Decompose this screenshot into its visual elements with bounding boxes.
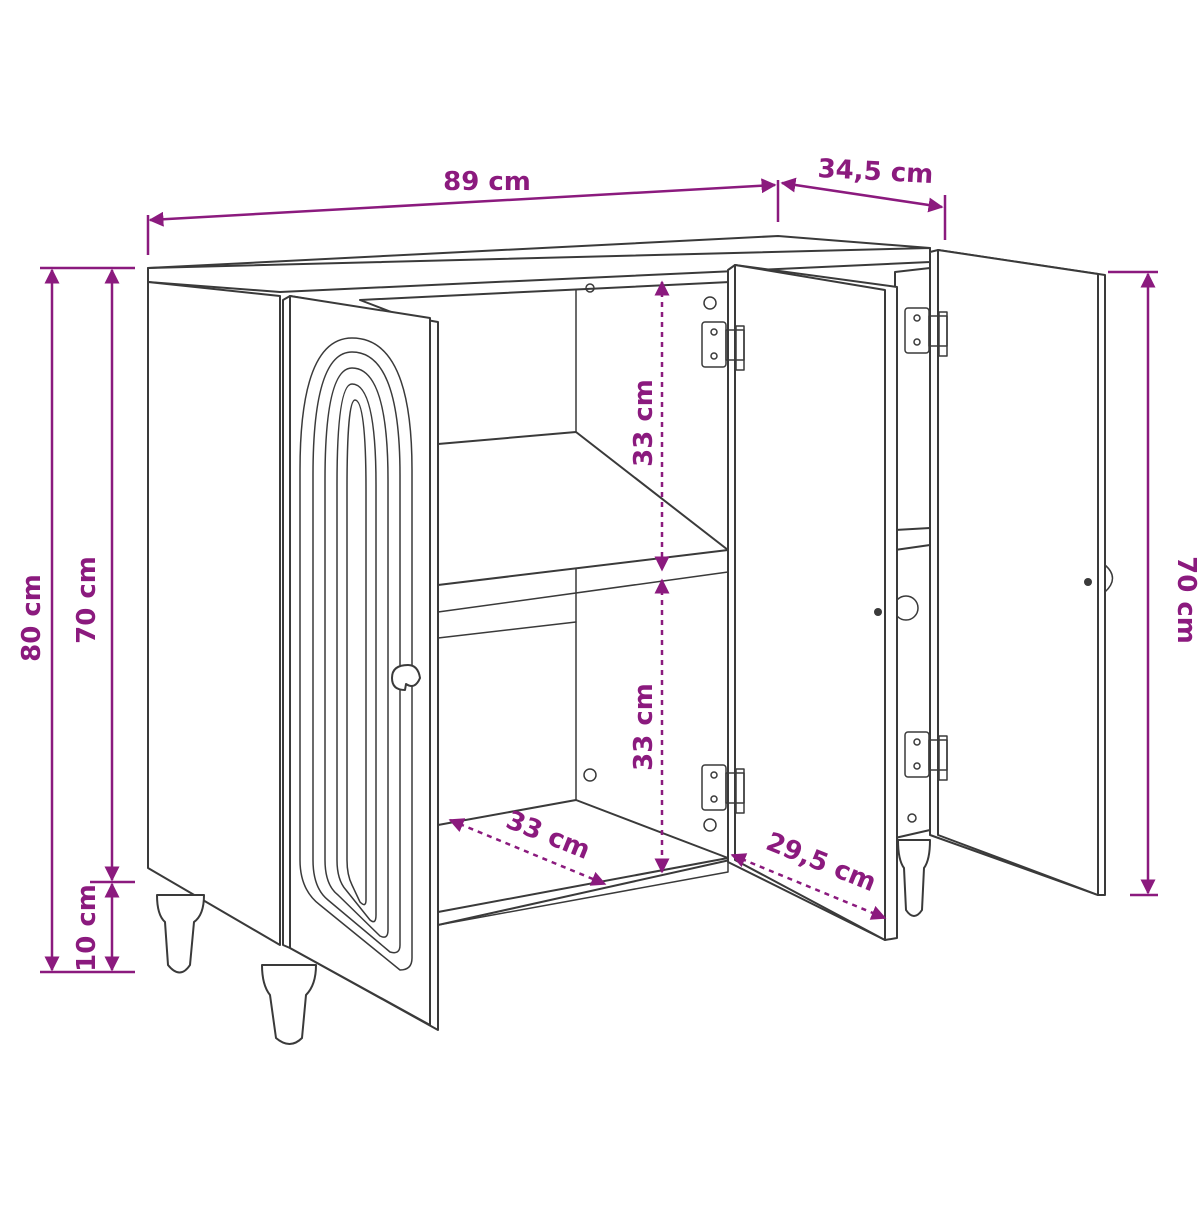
leg-back-right: [897, 839, 931, 917]
body-height-label: 70 cm: [72, 556, 102, 644]
depth-label: 34,5 cm: [817, 154, 934, 190]
left-door-knob: [391, 664, 421, 691]
left-side-panel: [147, 281, 281, 946]
total-height-label: 80 cm: [17, 574, 47, 662]
left-door: [282, 295, 439, 1031]
width-dimension-line: [148, 178, 777, 227]
hinge-upper-middle: [701, 321, 745, 371]
leg-height-label: 10 cm: [72, 884, 102, 972]
door-height-label: 70 cm: [1171, 556, 1200, 644]
width-label: 89 cm: [443, 167, 531, 197]
shelf-depth-dimension-line: [730, 853, 887, 920]
shelf-upper-label: 33 cm: [629, 379, 659, 467]
depth-dimension-line: [780, 177, 944, 213]
cabinet-legs: [156, 839, 931, 1045]
leg-back-left: [156, 894, 205, 974]
hinge-upper-right: [904, 307, 948, 357]
shelf-width-dimension-line: [448, 818, 607, 886]
hinge-lower-right: [904, 731, 948, 781]
cabinet-top: [147, 247, 931, 293]
middle-door: [701, 264, 898, 941]
leg-front-left: [261, 964, 317, 1045]
dimension-lines: [40, 177, 1158, 974]
right-door: [904, 249, 1114, 896]
shelf-lower-label: 33 cm: [629, 683, 659, 771]
hinge-lower-middle: [701, 764, 745, 814]
